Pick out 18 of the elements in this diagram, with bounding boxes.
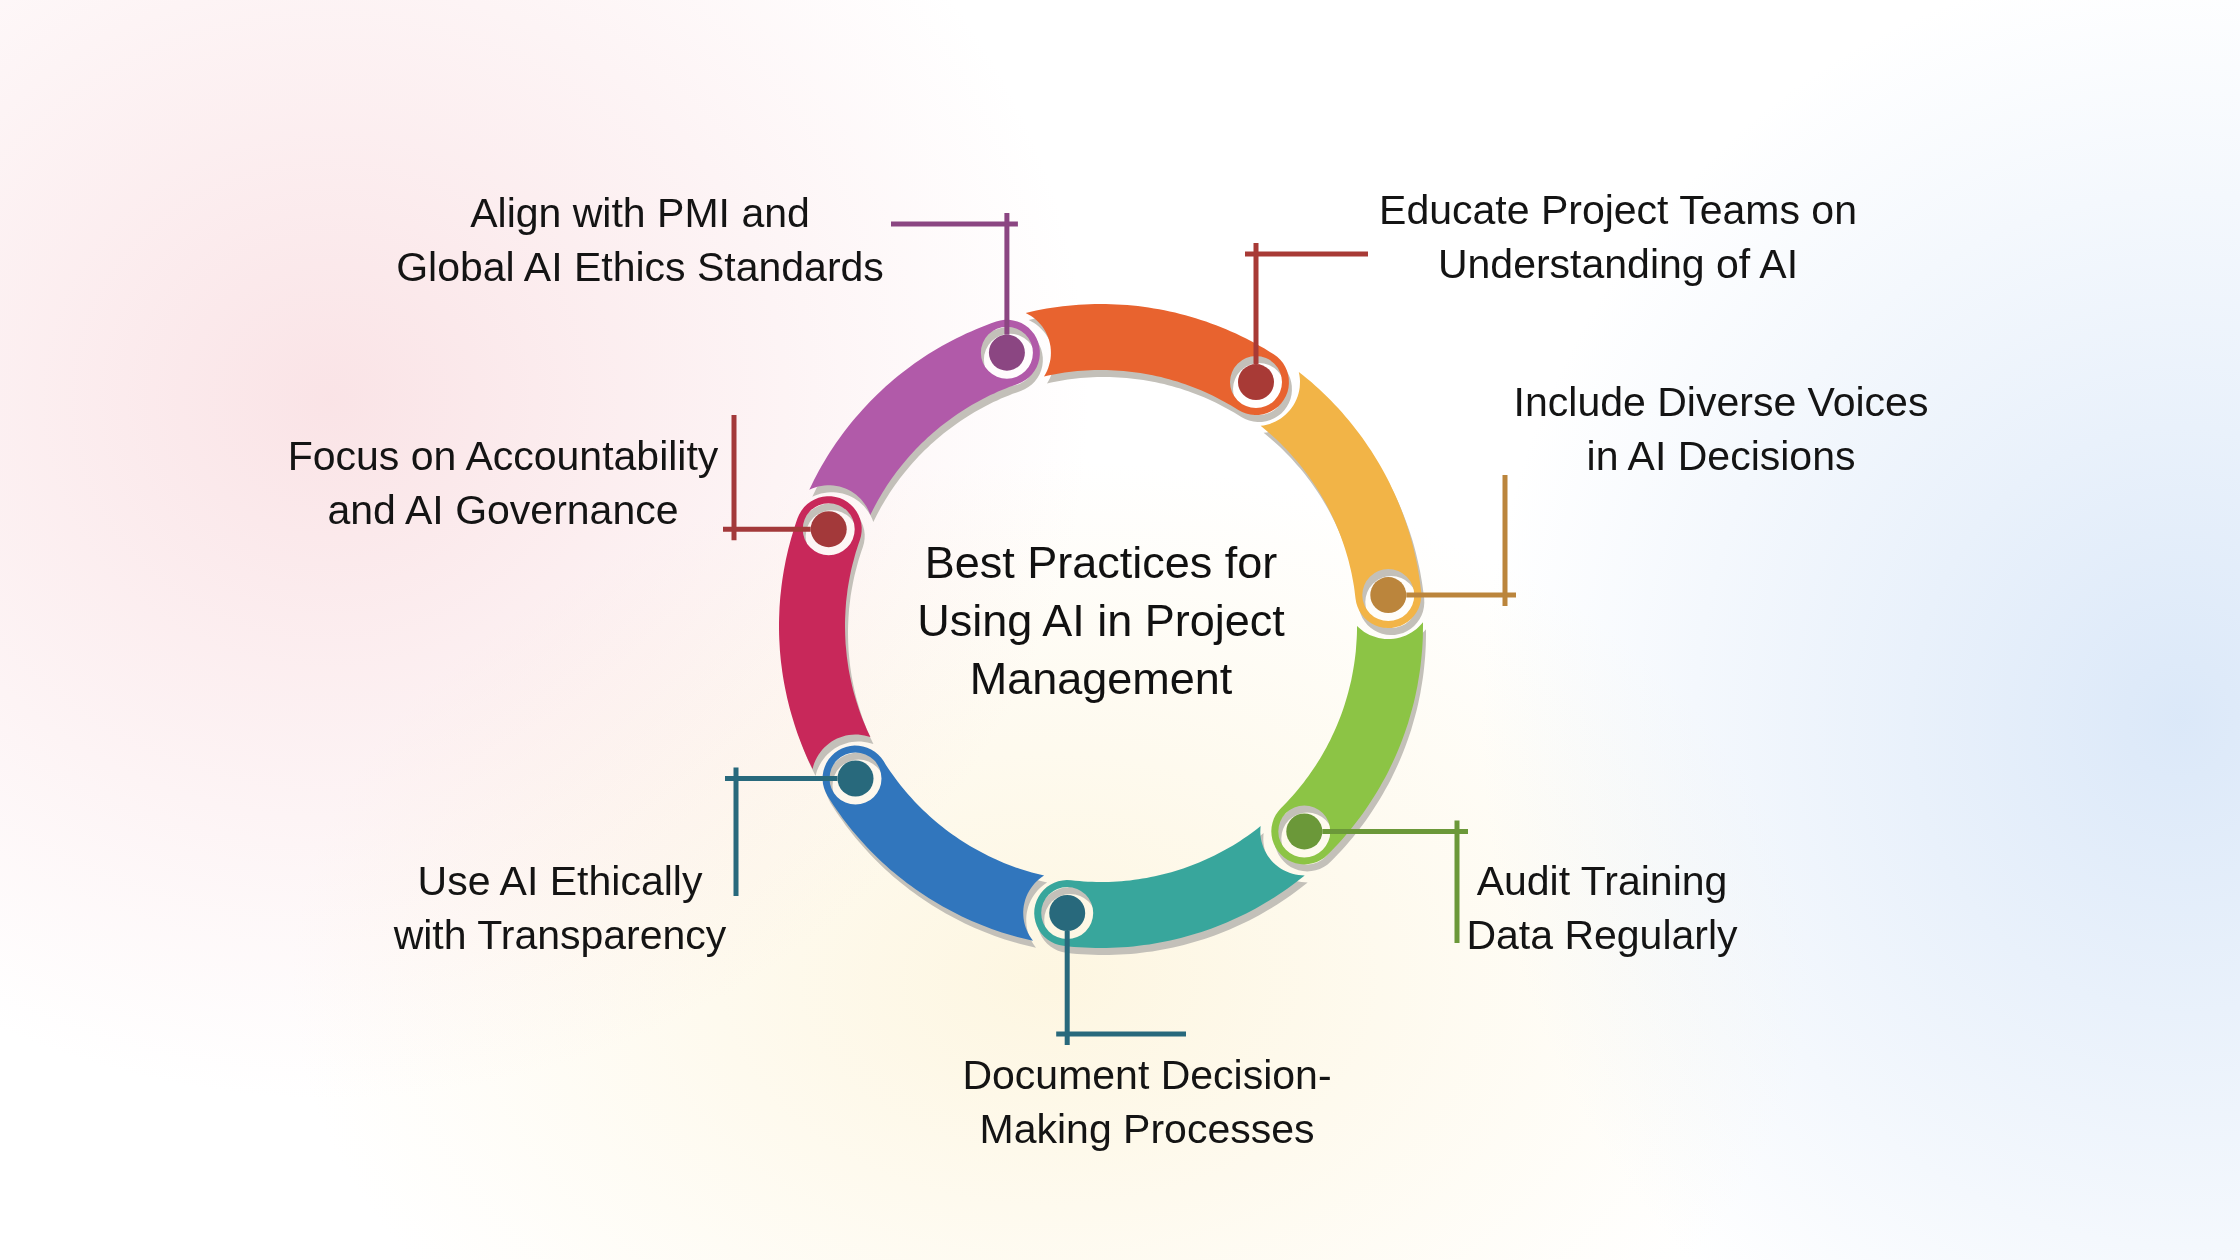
dot-icon (810, 511, 847, 548)
leader-line (888, 210, 1021, 338)
diagram-title: Best Practices for Using AI in Project Management (917, 536, 1285, 706)
leader-line (1053, 928, 1189, 1048)
dot-icon (1238, 364, 1274, 401)
dot-icon (1370, 577, 1407, 614)
leader-line (1242, 240, 1371, 367)
dot-icon (988, 334, 1025, 371)
practice-label: Audit Training Data Regularly (1466, 854, 1738, 962)
practice-label: Focus on Accountability and AI Governance (287, 429, 719, 537)
practice-label: Document Decision-Making Processes (947, 1048, 1347, 1156)
dot-icon (837, 760, 874, 797)
practice-label: Align with PMI and Global AI Ethics Standards (396, 186, 884, 294)
dot-icon (1049, 895, 1086, 931)
practice-label: Educate Project Teams on Understanding of AI (1379, 183, 1857, 291)
dot-icon (1286, 813, 1323, 850)
practice-label: Use AI Ethically with Transparency (393, 854, 727, 962)
practice-label: Include Diverse Voices in AI Decisions (1513, 375, 1929, 483)
